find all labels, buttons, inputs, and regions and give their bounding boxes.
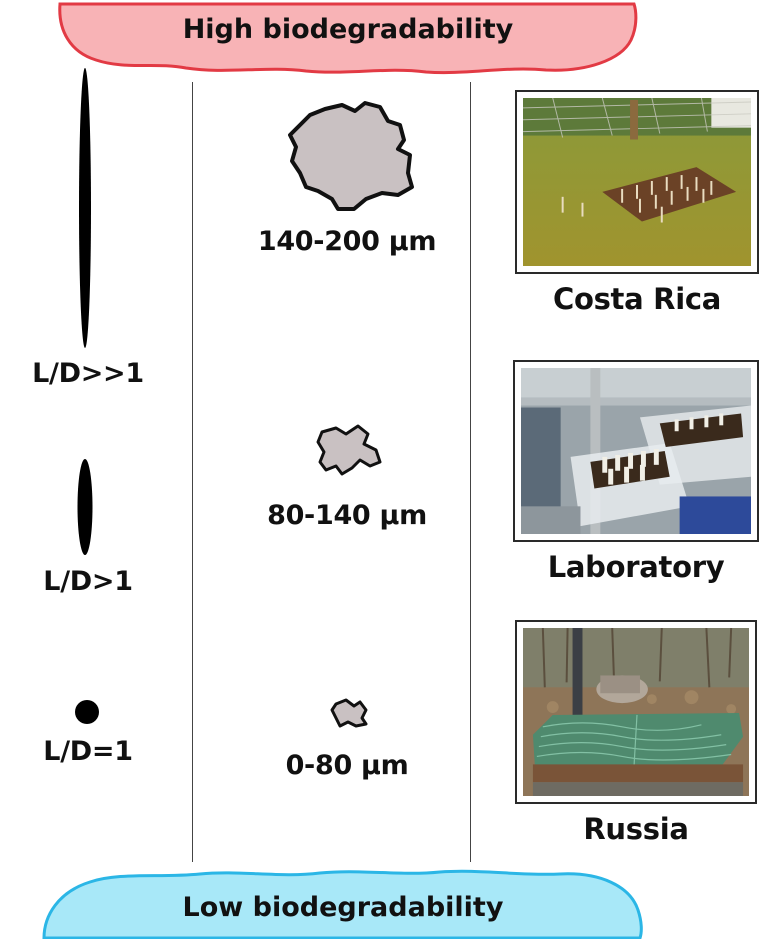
aspect-label-one: L/D=1 (43, 736, 133, 767)
divider-right (470, 82, 471, 862)
particle-large-outline (288, 101, 414, 211)
aspect-label-medium: L/D>1 (43, 566, 133, 597)
site-label-costa-rica: Costa Rica (552, 282, 722, 316)
costa-rica-image (523, 98, 751, 266)
high-biodegradability-banner: High biodegradability (56, 0, 640, 76)
site-label-russia: Russia (583, 812, 689, 846)
russia-image (523, 628, 749, 796)
particle-large-shape (288, 101, 414, 211)
low-biodegradability-banner: Low biodegradability (40, 866, 646, 939)
aspect-ratio-shapes (75, 68, 99, 724)
sphere-shape (75, 700, 99, 724)
size-label-small: 0-80 µm (285, 750, 409, 781)
site-label-laboratory: Laboratory (547, 550, 725, 584)
size-label-medium: 80-140 µm (267, 500, 427, 531)
divider-left (192, 82, 193, 862)
fiber-short-shape (77, 459, 93, 555)
laboratory-image (521, 368, 751, 534)
banner-bottom-cloud (42, 869, 643, 939)
banner-top-shape (58, 2, 638, 75)
banner-top-text: High biodegradability (182, 14, 514, 45)
particle-medium-shape (316, 424, 382, 476)
particle-medium-outline (316, 424, 382, 476)
size-label-large: 140-200 µm (257, 226, 437, 257)
costa-rica-photo (515, 90, 759, 274)
particle-small-shape (330, 698, 368, 728)
aspect-label-high: L/D>>1 (32, 358, 144, 389)
particle-small-outline (330, 698, 368, 728)
laboratory-photo (513, 360, 759, 542)
banner-top-cloud (58, 2, 638, 75)
banner-bottom-shape (42, 869, 643, 939)
fiber-long-shape (79, 68, 91, 348)
russia-photo (515, 620, 757, 804)
banner-bottom-text: Low biodegradability (182, 892, 504, 923)
